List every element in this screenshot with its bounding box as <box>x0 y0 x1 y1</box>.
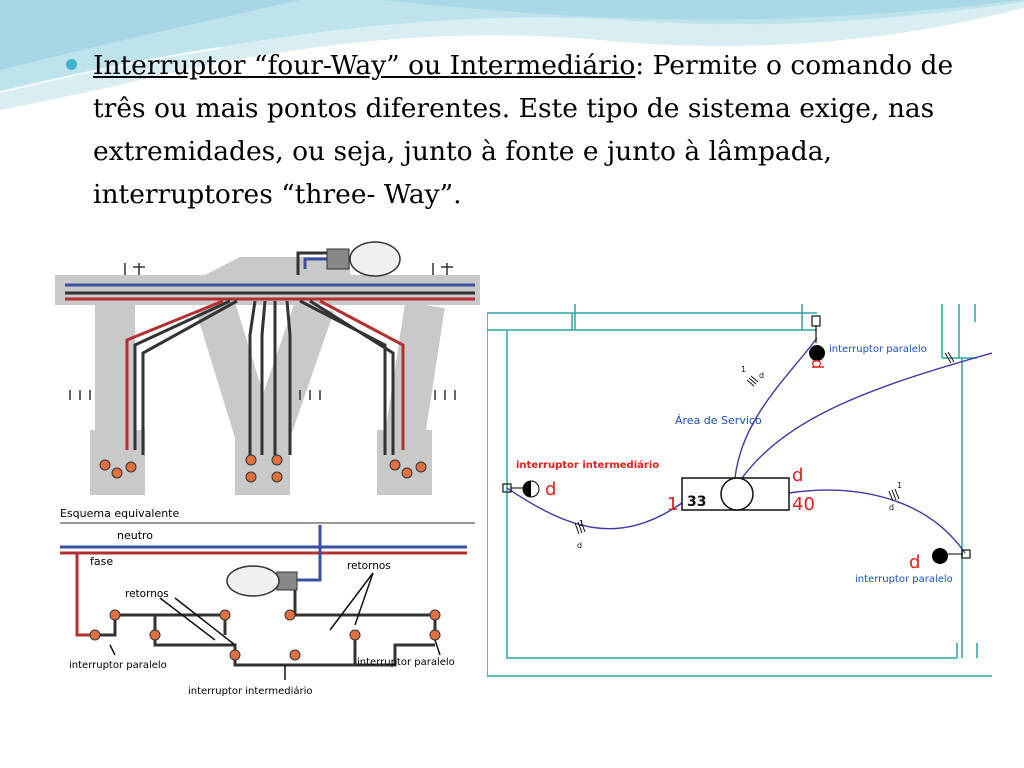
box-number: 33 <box>687 494 706 510</box>
neutro-label: neutro <box>117 529 153 542</box>
lamp-box: 33 <box>681 477 790 511</box>
left-switch-letter: d <box>545 479 556 500</box>
wall-drawing <box>55 241 480 495</box>
wiring-illustration: Esquema equivalente neutro fase <box>55 235 480 705</box>
wire-mark-6: d <box>889 503 894 512</box>
lamp-power: 40 <box>792 494 815 515</box>
left-switch-label: interruptor intermediário <box>516 459 659 471</box>
lamp-letter: d <box>792 465 803 486</box>
bullet-marker <box>66 59 77 70</box>
wire-mark-2: d <box>759 371 764 380</box>
retornos-left-label: retornos <box>125 588 169 600</box>
switch-left-label: interruptor paralelo <box>69 660 167 671</box>
bullet-text: Interruptor “four-Way” ou Intermediário:… <box>93 44 993 216</box>
switch-markers <box>511 345 963 564</box>
wire-mark-1: 1 <box>741 365 746 374</box>
top-switch-letter: d <box>808 359 827 369</box>
wires <box>506 337 992 554</box>
schematic-title: Esquema equivalente <box>60 507 179 520</box>
area-label: Área de Serviço <box>675 414 762 427</box>
wire-mark-4: d <box>577 541 582 550</box>
fase-label: fase <box>90 555 113 568</box>
wire-mark-3: 1 <box>579 519 584 528</box>
bottom-switch-letter: d <box>909 552 920 573</box>
bottom-switch-label: interruptor paralelo <box>855 574 953 585</box>
wire-marks: 1 d 1 d 1 d <box>574 351 955 550</box>
bullet-description: : Permite o comando de três ou mais pont… <box>93 50 954 210</box>
top-switch-label: interruptor paralelo <box>829 344 927 355</box>
plan-walls <box>487 304 992 677</box>
wire-mark-5: 1 <box>897 481 902 490</box>
floor-plan-diagram: 33 Área de Serviço interruptor paralelo … <box>487 298 992 678</box>
switch-middle-label: interruptor intermediário <box>188 685 313 697</box>
bullet-term: Interruptor “four-Way” ou Intermediário <box>93 50 636 81</box>
header-wave-decoration <box>0 0 1024 110</box>
equivalent-schematic: Esquema equivalente neutro fase <box>60 507 475 697</box>
switch-right-label: interruptor paralelo <box>357 657 455 668</box>
retornos-right-label: retornos <box>347 560 391 572</box>
lamp-circuit: 1 <box>667 494 678 515</box>
